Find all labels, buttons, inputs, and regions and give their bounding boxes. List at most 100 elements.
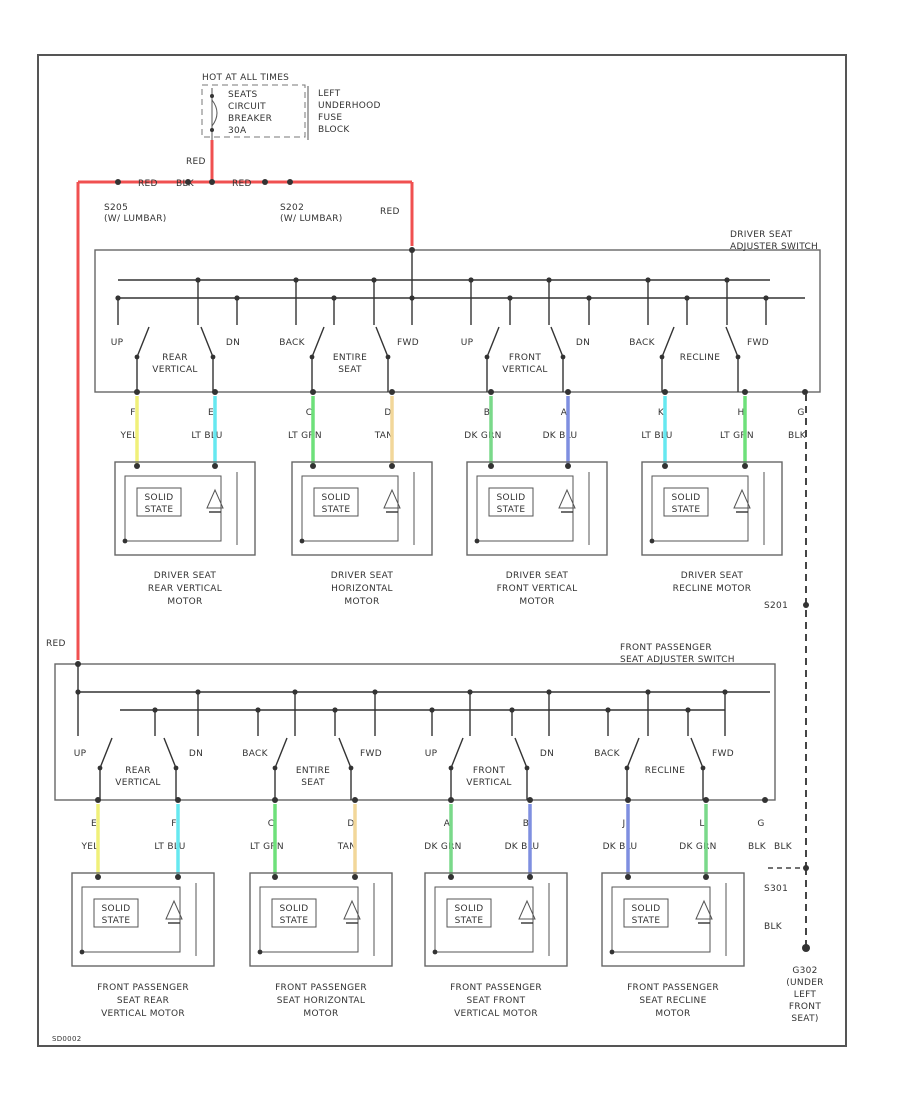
driver_switch-bus-node-13 <box>724 277 730 283</box>
ground-splice2-label: S301 <box>764 884 788 894</box>
driver_switch-blade-2 <box>311 326 325 358</box>
passenger_switch-motor-name-3-2: MOTOR <box>655 1009 690 1019</box>
driver_switch-motor-name-1-0: DRIVER SEAT <box>331 571 394 581</box>
passenger_switch-blade-5 <box>514 737 528 769</box>
splice-s205-id: S205 <box>104 203 128 213</box>
driver_switch-blade-6 <box>661 326 675 358</box>
passenger_switch-section-0-line-1: VERTICAL <box>115 778 160 788</box>
passenger_switch-wire-label-0: YEL <box>80 842 98 852</box>
passenger_switch-motor-pin-2 <box>272 874 278 880</box>
driver_switch-motor-1 <box>291 461 433 556</box>
driver_switch-motor-pin-2 <box>310 463 316 469</box>
passenger_switch-motor-pin-7 <box>703 874 709 880</box>
passenger_switch-motor-name-1-1: SEAT HORIZONTAL <box>277 996 365 1006</box>
driver_switch-solid-state-3-1: SOLID <box>672 493 701 503</box>
passenger_switch-position-4: UP <box>425 749 438 759</box>
splice-wire-label-3: RED <box>232 179 252 189</box>
passenger_switch-pin-node-3 <box>352 797 358 803</box>
fuse-block-line-2: UNDERHOOD <box>318 101 381 111</box>
driver_switch-solid-state-0-2: STATE <box>145 505 174 515</box>
passenger_switch-section-2-line-1: VERTICAL <box>466 778 511 788</box>
driver_switch-title-2: ADJUSTER SWITCH <box>730 242 818 252</box>
ground-location-3: LEFT <box>794 990 817 1000</box>
driver_switch-motor-node-3 <box>649 538 655 544</box>
fuse-block-line-4: BLOCK <box>318 125 350 135</box>
driver_switch-blade-7 <box>725 326 739 358</box>
driver_switch-solid-state-box-2 <box>488 487 534 517</box>
passenger_switch-position-6: BACK <box>594 749 620 759</box>
passenger_switch-solid-state-box-0 <box>93 898 139 928</box>
passenger_switch-bus-node-12 <box>645 689 651 695</box>
passenger_switch-motor-pin-3 <box>352 874 358 880</box>
driver_switch-bus-node-6 <box>409 295 415 301</box>
driver_switch-section-2-line-0: FRONT <box>509 353 541 363</box>
driver_switch-solid-state-2-2: STATE <box>497 505 526 515</box>
passenger_switch-motor-3 <box>601 872 745 967</box>
passenger_switch-motor-symbol-3 <box>695 899 713 920</box>
passenger_switch-motor-name-1-0: FRONT PASSENGER <box>275 983 367 993</box>
driver_switch-bus-node-10 <box>586 295 592 301</box>
driver_switch-bus-node-1 <box>195 277 201 283</box>
breaker-line-3: BREAKER <box>228 114 272 124</box>
driver_switch-wire-label-4: DK GRN <box>464 431 501 441</box>
fuse-block-header: HOT AT ALL TIMES <box>202 73 289 83</box>
driver_switch-position-3: FWD <box>397 338 419 348</box>
ground-path: S201 BLK S301 BLK G302 (UNDER LEFT FRONT… <box>764 394 823 1024</box>
driver_switch-bus-node-14 <box>763 295 769 301</box>
passenger_switch-solid-state-2-1: SOLID <box>455 904 484 914</box>
driver_switch-bus-node-2 <box>234 295 240 301</box>
splice-wire-label-1: RED <box>138 179 158 189</box>
driver_switch-switch-box <box>94 249 821 393</box>
passenger_switch-motor-node-3 <box>609 949 615 955</box>
figure-id: SD0002 <box>52 1035 81 1043</box>
driver_switch-pin-5: A <box>561 408 568 418</box>
driver_switch-wire-label-3: TAN <box>374 431 394 441</box>
passenger_switch-section-0-line-0: REAR <box>125 766 151 776</box>
driver_switch-pin-node-8 <box>802 389 808 395</box>
driver_switch-pin-node-4 <box>488 389 494 395</box>
passenger_switch-pin-1: F <box>171 819 176 829</box>
driver_switch-solid-state-box-0 <box>136 487 182 517</box>
passenger_switch-position-5: DN <box>540 749 554 759</box>
driver_switch-position-0: UP <box>111 338 124 348</box>
passenger_switch-wire-label-8: BLK <box>748 842 767 852</box>
driver_switch-wire-label-7: LT GRN <box>720 431 754 441</box>
driver_switch-position-4: UP <box>461 338 474 348</box>
passenger_switch-blade-4 <box>450 737 464 769</box>
passenger_switch-motor-1 <box>249 872 393 967</box>
driver_switch-motor-name-2-0: DRIVER SEAT <box>506 571 569 581</box>
passenger_switch-bus-node-4 <box>292 689 298 695</box>
passenger_switch-motor-pin-0 <box>95 874 101 880</box>
driver_switch-motor-3 <box>641 461 783 556</box>
driver_switch-bus-node-9 <box>546 277 552 283</box>
passenger_switch-motor-pin-4 <box>448 874 454 880</box>
ground-wire-label-1: BLK <box>774 842 793 852</box>
driver_switch-motor-name-3-1: RECLINE MOTOR <box>673 584 752 594</box>
passenger_switch-wire-label-7: DK GRN <box>679 842 716 852</box>
passenger_switch-blade-0 <box>99 737 113 769</box>
driver_switch-pin-node-1 <box>212 389 218 395</box>
driver_switch-pin-7: H <box>737 408 744 418</box>
passenger_switch-solid-state-1-2: STATE <box>280 916 309 926</box>
passenger_switch-pin-node-6 <box>625 797 631 803</box>
driver_switch-pin-1: E <box>208 408 214 418</box>
passenger_switch-motor-name-2-1: SEAT FRONT <box>467 996 526 1006</box>
passenger_switch-position-1: DN <box>189 749 203 759</box>
passenger_switch-blade-2 <box>274 737 288 769</box>
splice-s202-id: S202 <box>280 203 304 213</box>
driver_switch-motor-name-0-2: MOTOR <box>167 597 202 607</box>
passenger_switch-blade-3 <box>338 737 352 769</box>
power-feed: RED BLK RED S205 (W/ LUMBAR) S202 (W/ LU… <box>46 140 414 660</box>
passenger_switch-pin-node-1 <box>175 797 181 803</box>
driver_switch-bus-node-4 <box>331 295 337 301</box>
passenger_switch-bus-node-8 <box>467 689 473 695</box>
passenger_switch-pin-node-7 <box>703 797 709 803</box>
driver_switch-pin-2: C <box>306 408 313 418</box>
passenger_switch-blade-6 <box>626 737 640 769</box>
passenger_switch-wire-label-1: LT BLU <box>154 842 185 852</box>
driver_switch-motor-pin-3 <box>389 463 395 469</box>
passenger_switch-solid-state-box-1 <box>271 898 317 928</box>
driver_switch-motor-symbol-1 <box>383 488 401 509</box>
driver_switch-section-2-line-1: VERTICAL <box>502 365 547 375</box>
